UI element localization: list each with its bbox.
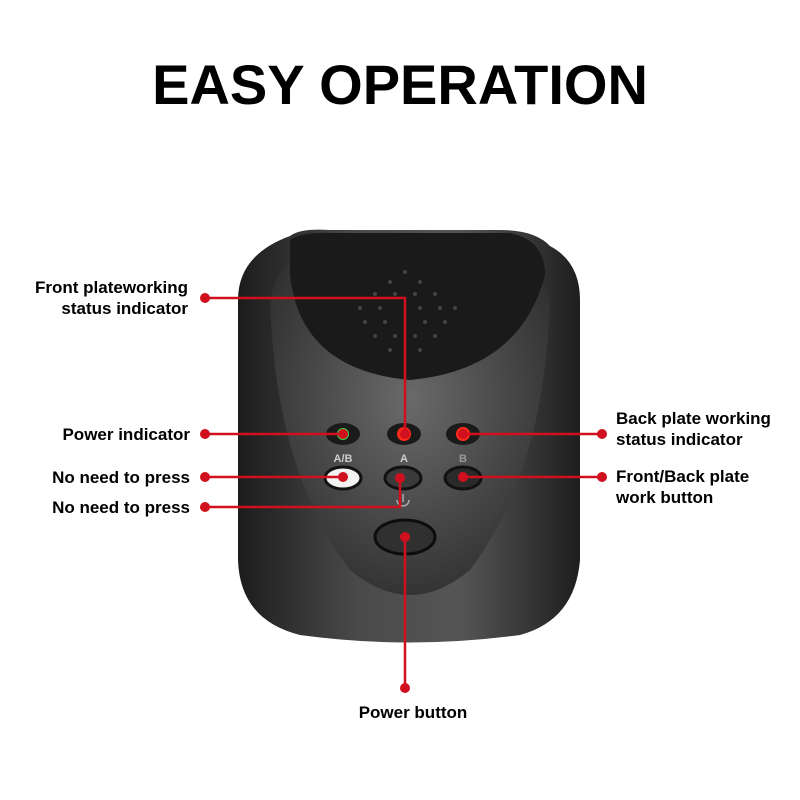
callout-text: status indicator [616, 430, 743, 449]
callout-text: Front/Back plate [616, 467, 750, 486]
callout-no-press-2: No need to press [52, 498, 190, 517]
callout-power-indicator: Power indicator [62, 425, 190, 444]
callout-no-press-1: No need to press [52, 468, 190, 487]
label-b: B [459, 453, 467, 465]
callout-power-button: Power button [358, 703, 468, 722]
callout-lines [205, 296, 602, 688]
speaker-hood [290, 232, 545, 380]
power-symbol-icon [396, 494, 410, 507]
callout-text: Back plate working [616, 409, 771, 428]
callout-text: work button [616, 488, 714, 507]
page-title: EASY OPERATION [152, 53, 648, 116]
label-ab: A/B [334, 453, 353, 465]
speaker-grille [358, 270, 457, 352]
callout-text: Front plateworking [35, 278, 188, 297]
callout-dots [200, 293, 607, 693]
callout-text: status indicator [61, 299, 188, 318]
callout-front-back-button: Front/Back plate work button [616, 466, 749, 508]
callout-front-status: Front plateworking status indicator [35, 277, 188, 319]
label-a: A [400, 453, 408, 465]
callout-back-status: Back plate working status indicator [616, 408, 771, 450]
